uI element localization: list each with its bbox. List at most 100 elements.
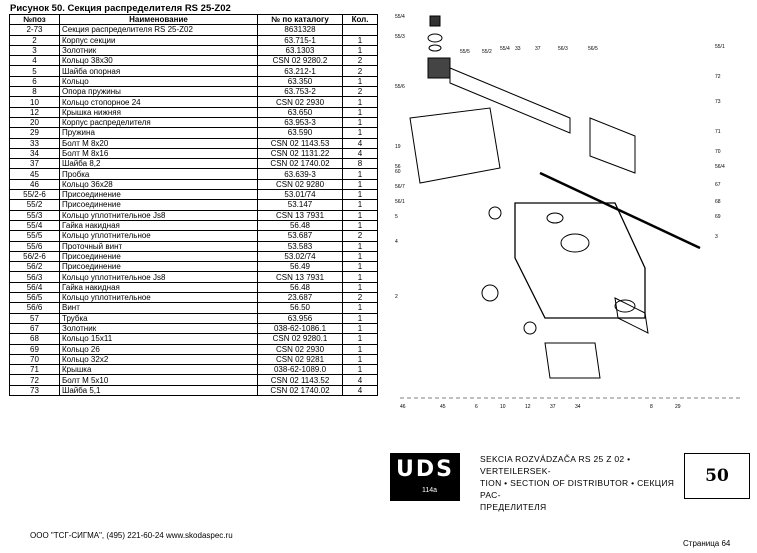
- spring-29: [614, 299, 636, 313]
- cell-catalog: CSN 02 9280.1: [257, 333, 343, 345]
- drawing-label: 55/6: [395, 84, 405, 90]
- drawing-label: 45: [440, 404, 446, 410]
- cell-name: Кольцо 15x11: [59, 333, 258, 345]
- cell-qty: 1: [342, 353, 378, 366]
- cell-qty: 1: [342, 343, 378, 355]
- cell-catalog: 8631328: [257, 24, 343, 36]
- cell-pos: 57: [9, 312, 60, 324]
- spool-3: [539, 171, 701, 250]
- cell-qty: 1: [342, 312, 378, 324]
- cell-qty: 2: [342, 230, 378, 242]
- cell-pos: 55/4: [9, 219, 60, 232]
- cell-name: Винт: [59, 302, 258, 314]
- cell-name: Корпус распределителя: [59, 116, 258, 129]
- logo-subtext: 114a: [422, 487, 438, 494]
- cell-pos: 71: [9, 364, 60, 376]
- cell-name: Кольцо уплотнительное Js8: [59, 209, 258, 221]
- seal-ring: [427, 33, 443, 43]
- figure-title: Рисунок 50. Секция распределителя RS 25-…: [10, 3, 231, 14]
- cell-catalog: CSN 02 2930: [257, 343, 343, 355]
- drawing-label: 4: [395, 239, 398, 245]
- caption-line: TION • SECTION OF DISTRIBUTOR • СЕКЦИЯ Р…: [480, 478, 675, 500]
- cell-catalog: CSN 02 9280: [257, 178, 343, 191]
- cell-qty: 1: [342, 333, 378, 345]
- housing-20: [409, 107, 501, 184]
- caption-line: SEKCIA ROZVÁDZAČA RS 25 Z 02 • VERTEILER…: [480, 454, 631, 476]
- cell-catalog: 038-62-1089.0: [257, 364, 343, 376]
- cell-name: Болт М 8x20: [59, 137, 258, 149]
- cell-catalog: 63.1303: [257, 44, 343, 57]
- cell-qty: 1: [342, 271, 378, 283]
- drawing-label: 2: [395, 294, 398, 300]
- cover-71: [589, 117, 636, 174]
- cell-catalog: 23.687: [257, 292, 343, 304]
- cell-name: Болт М 5x10: [59, 374, 258, 386]
- cell-pos: 37: [9, 158, 60, 170]
- cell-catalog: 63.956: [257, 312, 343, 324]
- cell-name: Гайка накидная: [59, 219, 258, 232]
- cell-name: Секция распределителя RS 25-Z02: [59, 24, 258, 36]
- drawing-caption: UDS 114a SEKCIA ROZVÁDZAČA RS 25 Z 02 • …: [390, 453, 752, 512]
- drawing-label: 55/1: [715, 44, 725, 50]
- cell-name: Крышка: [59, 364, 258, 376]
- cell-name: Пружина: [59, 127, 258, 139]
- exploded-drawing: 55/4 55/3 55/5 55/2 55/6 55/4 33 37 56/3…: [395, 14, 740, 410]
- cell-pos: 70: [9, 353, 60, 366]
- cell-qty: 1: [342, 199, 378, 211]
- drawing-label: 56/5: [588, 46, 598, 52]
- cell-name: Кольцо: [59, 75, 258, 88]
- cell-qty: 2: [342, 55, 378, 67]
- cell-name: Золотник: [59, 322, 258, 335]
- cell-name: Присоединение: [59, 250, 258, 263]
- cell-qty: 1: [342, 322, 378, 335]
- cell-pos: 10: [9, 96, 60, 108]
- bore: [560, 233, 590, 253]
- cell-catalog: CSN 02 2930: [257, 96, 343, 108]
- pipe-57: [449, 67, 571, 134]
- drawing-label: 70: [715, 149, 721, 155]
- cell-qty: 2: [342, 292, 378, 304]
- cell-pos: 68: [9, 333, 60, 345]
- cell-pos: 72: [9, 374, 60, 386]
- cell-qty: 1: [342, 281, 378, 294]
- cell-pos: 55/6: [9, 240, 60, 252]
- bore: [546, 212, 564, 224]
- ring-46: [481, 284, 499, 302]
- drawing-label: 12: [525, 404, 531, 410]
- cell-qty: 1: [342, 168, 378, 180]
- cell-pos: 5: [9, 65, 60, 77]
- cell-name: Шайба 8,2: [59, 158, 258, 170]
- col-header-catalog: № по каталогу: [257, 13, 343, 26]
- cell-catalog: 53.02/74: [257, 250, 343, 263]
- section-body-2: [514, 202, 646, 319]
- caption-line: ПРЕДЕЛИТЕЛЯ: [480, 502, 547, 512]
- cell-pos: 73: [9, 384, 60, 396]
- cell-catalog: 038-62-1086.1: [257, 322, 343, 335]
- cell-catalog: 56.48: [257, 219, 343, 232]
- drawing-label: 69: [715, 214, 721, 220]
- drawing-label: 34: [575, 404, 581, 410]
- cell-name: Шайба опорная: [59, 65, 258, 77]
- drawing-label: 72: [715, 74, 721, 80]
- cell-catalog: CSN 02 9280.2: [257, 55, 343, 67]
- cell-name: Кольцо 38x30: [59, 55, 258, 67]
- cell-name: Кольцо стопорное 24: [59, 96, 258, 108]
- cell-name: Кольцо 36x28: [59, 178, 258, 191]
